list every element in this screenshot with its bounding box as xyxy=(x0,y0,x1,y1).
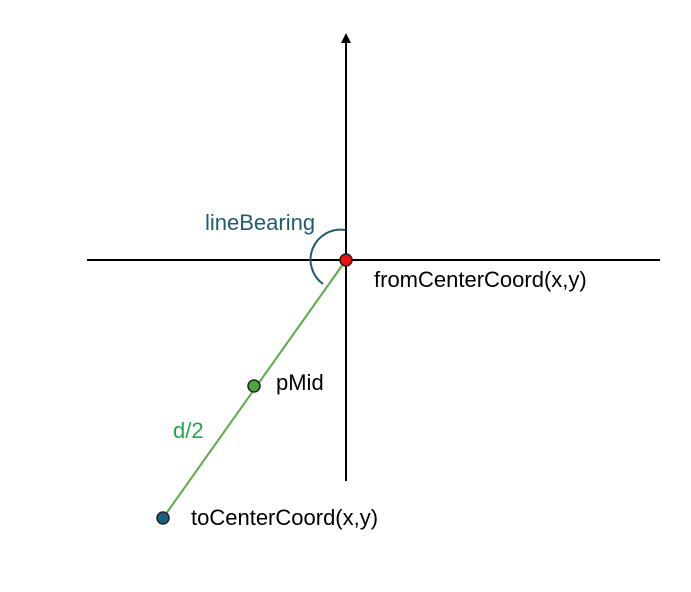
p-mid-label: pMid xyxy=(276,370,324,395)
to-center-point xyxy=(156,511,170,525)
vertical-axis-arrow-icon xyxy=(341,33,351,43)
from-center-label: fromCenterCoord(x,y) xyxy=(374,267,587,292)
line-bearing-label: lineBearing xyxy=(205,210,315,235)
bearing-arc xyxy=(309,228,346,285)
from-center-point xyxy=(339,253,353,267)
mid-point xyxy=(247,379,261,393)
half-distance-label: d/2 xyxy=(173,418,204,443)
to-center-label: toCenterCoord(x,y) xyxy=(191,505,378,530)
